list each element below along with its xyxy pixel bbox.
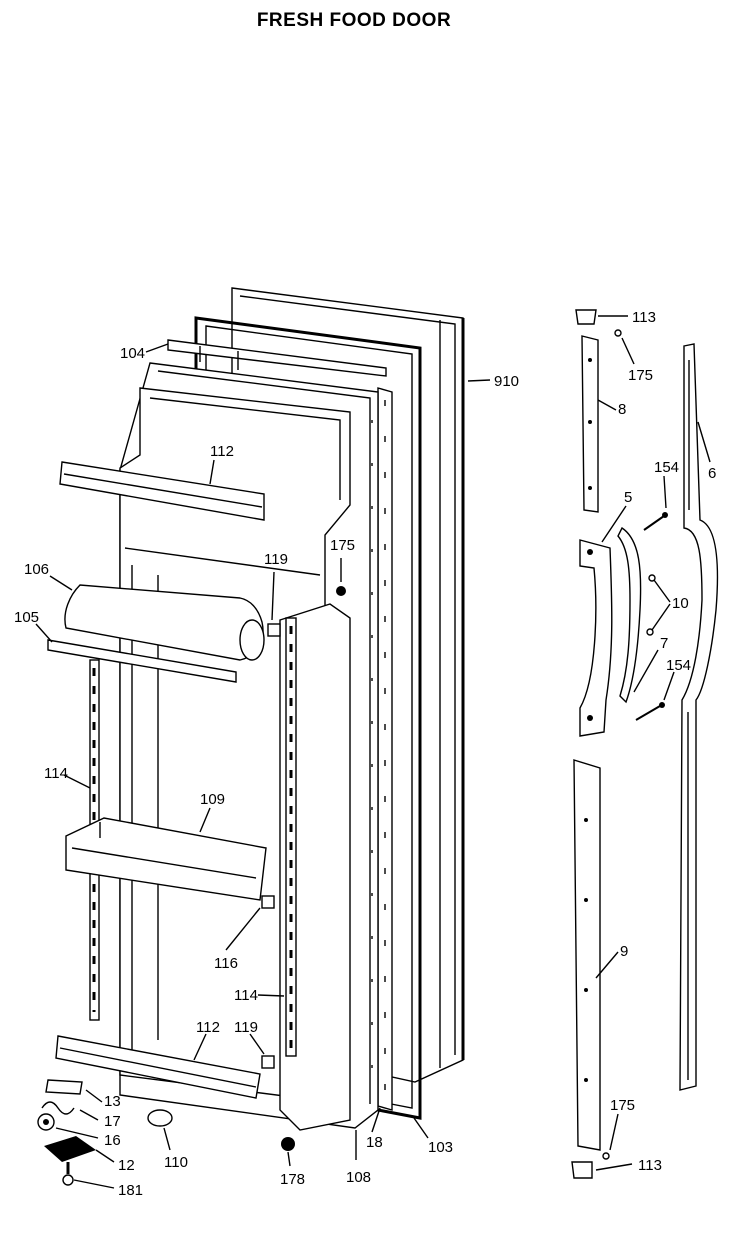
callout-7: 7 bbox=[660, 635, 668, 652]
callout-13: 13 bbox=[104, 1093, 121, 1110]
callout-113-bottom: 113 bbox=[638, 1157, 662, 1174]
screw-175-bottom bbox=[602, 1152, 610, 1160]
shelf-bar-top bbox=[59, 461, 265, 521]
bracket-12 bbox=[44, 1136, 96, 1162]
callout-113-top: 113 bbox=[632, 309, 656, 326]
dairy-compartment bbox=[64, 584, 265, 661]
callout-5: 5 bbox=[624, 489, 632, 506]
screw-154-bottom bbox=[635, 702, 665, 721]
callout-154-bottom: 154 bbox=[666, 657, 691, 674]
callout-116: 116 bbox=[214, 955, 238, 972]
callout-154-top: 154 bbox=[654, 459, 679, 476]
callout-114-left: 114 bbox=[44, 765, 68, 782]
screw-175-top bbox=[614, 329, 622, 337]
callout-175-left: 175 bbox=[330, 537, 355, 554]
callout-181: 181 bbox=[118, 1182, 143, 1199]
callout-17: 17 bbox=[104, 1113, 121, 1130]
callout-119-bottom: 119 bbox=[234, 1019, 258, 1036]
handle-5 bbox=[579, 539, 613, 737]
leader-lines bbox=[35, 315, 711, 1189]
screw-154-top bbox=[643, 512, 668, 531]
end-cap-113-bottom bbox=[571, 1161, 593, 1179]
callout-112-bottom: 112 bbox=[196, 1019, 220, 1036]
callout-6: 6 bbox=[708, 465, 716, 482]
shelf-stop-116 bbox=[261, 895, 275, 909]
screw-181 bbox=[62, 1162, 74, 1186]
handle-trim-8 bbox=[581, 335, 599, 513]
callout-119-top: 119 bbox=[264, 551, 288, 568]
callout-12: 12 bbox=[118, 1157, 135, 1174]
callout-16: 16 bbox=[104, 1132, 121, 1149]
callout-103: 103 bbox=[428, 1139, 453, 1156]
cam-16 bbox=[37, 1113, 55, 1131]
shelf-stop-119-top bbox=[267, 623, 281, 637]
callout-110: 110 bbox=[164, 1154, 188, 1171]
handle-insert-7 bbox=[617, 526, 642, 704]
callout-112-top: 112 bbox=[210, 443, 234, 460]
spring-17 bbox=[41, 1101, 75, 1115]
vertical-trim-strip bbox=[377, 387, 393, 1111]
stop-110 bbox=[147, 1109, 173, 1127]
breaker-strip bbox=[167, 339, 387, 377]
callout-labels: 910 104 112 175 119 106 105 114 109 116 … bbox=[14, 309, 716, 1199]
callout-104: 104 bbox=[120, 345, 145, 362]
callout-18: 18 bbox=[366, 1134, 383, 1151]
hinge-plate-13 bbox=[45, 1079, 83, 1095]
callout-105: 105 bbox=[14, 609, 39, 626]
callout-114-right: 114 bbox=[234, 987, 258, 1004]
shelf-stop-119-bottom bbox=[261, 1055, 275, 1069]
shelf-rail-right bbox=[285, 617, 297, 1057]
end-cap-113-top bbox=[575, 309, 597, 325]
callout-106: 106 bbox=[24, 561, 49, 578]
screws-10 bbox=[646, 574, 656, 636]
callout-10: 10 bbox=[672, 595, 689, 612]
plug-178 bbox=[281, 1137, 295, 1151]
side-trim-6 bbox=[679, 343, 719, 1091]
callout-175-bottom: 175 bbox=[610, 1097, 635, 1114]
callout-175-top: 175 bbox=[628, 367, 653, 384]
liner-front-panel bbox=[279, 603, 351, 1131]
callout-109: 109 bbox=[200, 791, 225, 808]
diagram-title: FRESH FOOD DOOR bbox=[256, 10, 452, 31]
shelf-bar-bottom bbox=[55, 1035, 261, 1099]
callout-178: 178 bbox=[280, 1171, 305, 1188]
door-bin bbox=[65, 817, 267, 901]
screw-175-left bbox=[336, 586, 346, 596]
dairy-shelf bbox=[47, 639, 237, 683]
callout-8: 8 bbox=[618, 401, 626, 418]
callout-9: 9 bbox=[620, 943, 628, 960]
handle-trim-9 bbox=[573, 759, 601, 1151]
callout-910: 910 bbox=[494, 373, 519, 390]
callout-108: 108 bbox=[346, 1169, 371, 1186]
